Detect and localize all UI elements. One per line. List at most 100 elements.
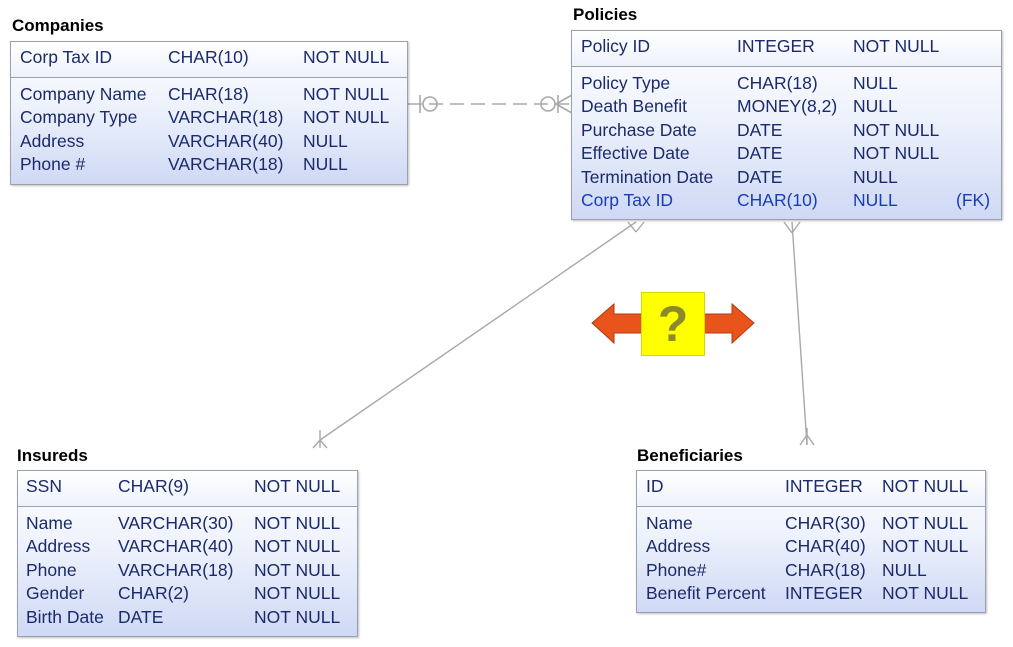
column-nullability: NULL [303, 154, 348, 174]
column-type: VARCHAR(40) [118, 536, 234, 556]
policies-insureds-relationship [312, 221, 645, 449]
column-nullability: NOT NULL [303, 47, 390, 67]
column-nullability: NOT NULL [882, 583, 969, 603]
pk-row: ID INTEGER NOT NULL [637, 476, 985, 500]
column-nullability: NULL [303, 130, 348, 151]
column-name: Policy ID [581, 36, 651, 56]
attribute-row: Benefit Percent INTEGER NOT NULL [637, 583, 985, 607]
attribute-row: Policy Type CHAR(18) NULL [572, 73, 1001, 97]
pk-row: Policy ID INTEGER NOT NULL [572, 36, 1001, 60]
column-type: CHAR(30) [785, 512, 866, 533]
question-mark-box: ? [641, 292, 705, 356]
attribute-section: Policy Type CHAR(18) NULL Death Benefit … [572, 67, 1001, 218]
column-name: Name [26, 512, 73, 533]
column-name: Phone# [646, 559, 707, 580]
attribute-row: Gender CHAR(2) NOT NULL [18, 583, 357, 607]
column-nullability: NULL [853, 166, 898, 187]
attribute-row: Phone # VARCHAR(18) NULL [11, 154, 407, 178]
column-name: Company Type [20, 107, 138, 127]
attribute-section: Name CHAR(30) NOT NULL Address CHAR(40) … [637, 507, 985, 611]
attribute-row: Address VARCHAR(40) NOT NULL [18, 536, 357, 560]
column-name: SSN [26, 476, 62, 496]
column-nullability: NOT NULL [882, 512, 969, 533]
column-type: DATE [118, 606, 164, 627]
foreign-key-row: Corp Tax ID CHAR(10) NULL (FK) [572, 190, 1001, 214]
column-name: Company Name [20, 83, 147, 104]
column-type: CHAR(18) [737, 72, 818, 93]
column-nullability: NOT NULL [882, 476, 969, 496]
column-name: Corp Tax ID [20, 47, 113, 67]
column-name: Gender [26, 583, 85, 603]
column-name: ID [646, 476, 664, 496]
pk-row: Corp Tax ID CHAR(10) NOT NULL [11, 47, 407, 71]
insureds-title: Insureds [17, 446, 88, 465]
column-name: Phone # [20, 154, 86, 174]
policies-entity[interactable]: Policy ID INTEGER NOT NULL Policy Type C… [571, 30, 1002, 220]
column-type: DATE [737, 166, 783, 187]
policies-title: Policies [573, 5, 638, 24]
question-mark-icon: ? [657, 296, 689, 352]
column-name: Name [646, 512, 693, 533]
column-nullability: NULL [853, 72, 898, 93]
companies-policies-relationship [408, 94, 573, 114]
column-name: Corp Tax ID [581, 190, 674, 210]
primary-key-section: ID INTEGER NOT NULL [637, 471, 985, 507]
column-nullability: NOT NULL [882, 536, 969, 556]
column-name: Phone [26, 559, 77, 580]
column-nullability: NOT NULL [853, 143, 940, 163]
column-type: DATE [737, 143, 783, 163]
column-name: Death Benefit [581, 96, 688, 116]
companies-title: Companies [12, 16, 104, 35]
attribute-row: Effective Date DATE NOT NULL [572, 143, 1001, 167]
column-type: VARCHAR(18) [118, 559, 234, 580]
attribute-row: Address VARCHAR(40) NULL [11, 131, 407, 155]
attribute-row: Phone VARCHAR(18) NOT NULL [18, 560, 357, 584]
column-name: Policy Type [581, 72, 671, 93]
attribute-row: Death Benefit MONEY(8,2) NULL [572, 96, 1001, 120]
column-type: INTEGER [737, 36, 815, 56]
insureds-entity[interactable]: SSN CHAR(9) NOT NULL Name VARCHAR(30) NO… [17, 470, 358, 637]
attribute-row: Purchase Date DATE NOT NULL [572, 120, 1001, 144]
column-name: Birth Date [26, 606, 104, 627]
column-name: Benefit Percent [646, 583, 766, 603]
attribute-row: Termination Date DATE NULL [572, 167, 1001, 191]
companies-entity[interactable]: Corp Tax ID CHAR(10) NOT NULL Company Na… [10, 41, 408, 185]
column-name: Address [20, 130, 85, 151]
column-type: INTEGER [785, 476, 863, 496]
column-type: CHAR(9) [118, 476, 189, 496]
primary-key-section: Policy ID INTEGER NOT NULL [572, 31, 1001, 67]
column-type: CHAR(18) [785, 559, 866, 580]
column-type: VARCHAR(18) [168, 107, 284, 127]
attribute-section: Name VARCHAR(30) NOT NULL Address VARCHA… [18, 507, 357, 635]
column-type: MONEY(8,2) [737, 96, 838, 116]
column-type: VARCHAR(40) [168, 130, 284, 151]
column-name: Termination Date [581, 166, 714, 187]
column-name: Address [646, 536, 711, 556]
column-nullability: NULL [882, 559, 927, 580]
column-name: Effective Date [581, 143, 690, 163]
column-type: INTEGER [785, 583, 863, 603]
primary-key-section: Corp Tax ID CHAR(10) NOT NULL [11, 42, 407, 78]
column-nullability: NOT NULL [254, 512, 341, 533]
primary-key-section: SSN CHAR(9) NOT NULL [18, 471, 357, 507]
attribute-row: Company Type VARCHAR(18) NOT NULL [11, 107, 407, 131]
column-nullability: NOT NULL [303, 83, 390, 104]
column-type: CHAR(10) [737, 190, 818, 210]
attribute-row: Name CHAR(30) NOT NULL [637, 513, 985, 537]
attribute-row: Address CHAR(40) NOT NULL [637, 536, 985, 560]
column-nullability: NULL [853, 96, 898, 116]
column-nullability: NOT NULL [254, 606, 341, 627]
column-type: CHAR(40) [785, 536, 866, 556]
column-type: CHAR(2) [118, 583, 189, 603]
policies-beneficiaries-relationship [783, 221, 815, 446]
column-nullability: NOT NULL [853, 119, 940, 140]
column-nullability: NOT NULL [254, 559, 341, 580]
column-type: CHAR(10) [168, 47, 249, 67]
attribute-row: Company Name CHAR(18) NOT NULL [11, 84, 407, 108]
column-nullability: NOT NULL [254, 536, 341, 556]
column-nullability: NOT NULL [853, 36, 940, 56]
foreign-key-marker: (FK) [956, 190, 991, 210]
column-nullability: NOT NULL [254, 476, 341, 496]
column-nullability: NOT NULL [303, 107, 390, 127]
beneficiaries-entity[interactable]: ID INTEGER NOT NULL Name CHAR(30) NOT NU… [636, 470, 986, 613]
